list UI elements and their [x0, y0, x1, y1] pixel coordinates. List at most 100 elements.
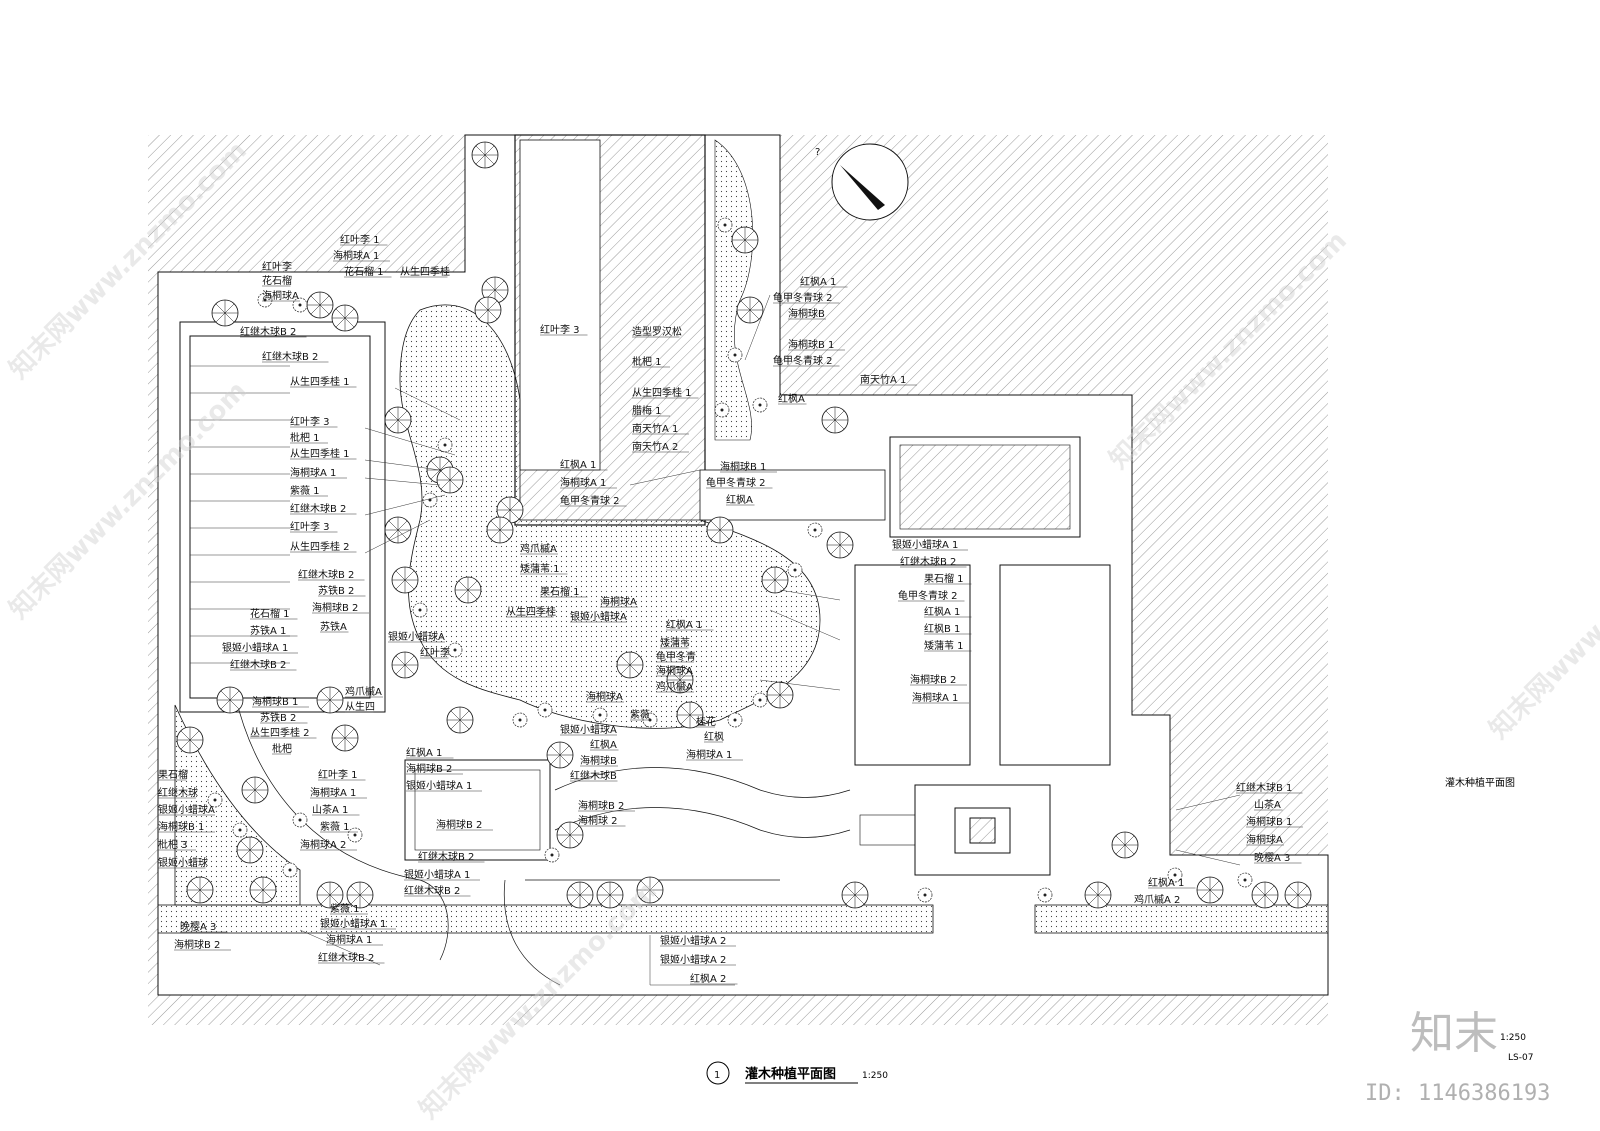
sheet-code: LS-07: [1508, 1053, 1533, 1063]
plant-label: 银姬小蜡球A 1: [406, 779, 472, 792]
east-lawn: [714, 139, 754, 441]
plant-label: 红继木球B 2: [290, 502, 346, 515]
plant-label: 南天竹A 1: [632, 422, 678, 435]
plant-label: 银姬小蜡球A 1: [404, 868, 470, 881]
plant-label: 海桐球B 1: [252, 695, 298, 708]
plant-label: 银姬小蜡球: [158, 856, 208, 869]
plant-label: 红枫A 1: [800, 275, 836, 288]
plant-label: 从生四季桂 2: [290, 540, 350, 553]
plant-label: 银姬小蜡球A: [388, 630, 445, 643]
plant-label: 紫薇 1: [320, 821, 350, 833]
plant-label: 龟甲冬青: [656, 650, 696, 663]
plant-label: 海桐球A 1: [333, 249, 379, 262]
plant-label: 海桐球A: [262, 289, 299, 302]
plant-label: 海桐球A 1: [912, 691, 958, 704]
plant-label: 海桐球A 1: [290, 466, 336, 479]
plant-label: 苏铁B 2: [260, 711, 296, 724]
south-strip-right: [1034, 904, 1329, 934]
plant-label: 红枫A 1: [666, 618, 702, 631]
plant-label: 海桐球B 1: [158, 820, 204, 833]
plant-label: 银姬小蜡球A: [560, 723, 617, 736]
paths: [158, 469, 1328, 996]
corridor: [699, 469, 886, 521]
plant-label: 银姬小蜡球A: [570, 610, 627, 623]
plant-label: 海桐球B 2: [174, 938, 220, 951]
plant-label: 红枫A 2: [690, 972, 726, 985]
plant-label: 海桐球A: [586, 690, 623, 703]
plant-label: 红叶李 3: [540, 323, 580, 336]
plant-label: 红继木球B 2: [418, 850, 474, 863]
leader-lines: [299, 294, 1241, 986]
plant-label: 海桐球B 2: [578, 799, 624, 812]
plant-label: 鸡爪槭A: [345, 685, 382, 698]
plant-label: 龟甲冬青球 2: [773, 354, 833, 367]
plant-label: 红叶李 3: [290, 415, 330, 428]
plant-label: 红继木球B 2: [404, 884, 460, 897]
plant-label: 红继木球B 2: [298, 568, 354, 581]
pavilion-roof: [899, 444, 1071, 530]
plant-label: 红叶李 3: [290, 520, 330, 533]
plant-label: 红枫A: [590, 738, 617, 751]
structure-left: [854, 564, 971, 766]
plant-label: 矮蒲苇 1: [520, 562, 560, 575]
plant-label: 晚樱A 3: [180, 921, 216, 933]
plant-label: 红继木球B: [570, 769, 617, 782]
plant-label: 枇杷 3: [158, 838, 188, 851]
plant-label: 红继木球B 2: [900, 555, 956, 568]
plant-label: 红叶李 1: [318, 768, 358, 781]
plant-label: 龟甲冬青球 2: [706, 476, 766, 489]
plant-label: 枇杷: [272, 742, 292, 755]
plant-label: 果石榴: [158, 768, 188, 781]
watermark-site-5: 知末网www.znzmo.com: [1484, 496, 1600, 745]
buildings: [514, 134, 1111, 876]
plant-label: 南天竹A 1: [860, 373, 906, 386]
plant-label: 南天竹A 2: [632, 440, 678, 453]
plant-label: 腊梅 1: [632, 404, 662, 417]
plant-label: 龟甲冬青球 2: [560, 494, 620, 507]
plant-label: 鸡爪槭A: [520, 542, 557, 555]
plant-label: 鸡爪槭A 2: [1134, 893, 1180, 906]
plant-label: 红叶李: [420, 646, 450, 659]
plant-label: 海桐球B: [580, 754, 617, 767]
plant-label: 红继木球B 1: [1236, 781, 1292, 794]
plant-label: 海桐球B 2: [910, 673, 956, 686]
plant-label: 海桐球A: [600, 595, 637, 608]
plant-label: 海桐球B 2: [312, 601, 358, 614]
plant-label: 枇杷 1: [632, 355, 662, 368]
plant-label: 从生四季桂 1: [632, 386, 692, 399]
plant-label: 桂花: [696, 715, 716, 728]
plant-label: 苏铁B 2: [318, 584, 354, 597]
plant-label: 海桐球 2: [578, 814, 618, 827]
drawing-number-circle: [706, 1061, 730, 1085]
plant-label: 海桐球B 1: [720, 460, 766, 473]
plant-label: 红继木球B 2: [240, 325, 296, 338]
plant-label: 山茶A: [1254, 798, 1281, 811]
plant-label: 海桐球A: [656, 664, 693, 677]
drawing-number: 1: [714, 1070, 720, 1081]
plant-label: 海桐球A 2: [300, 838, 346, 851]
plant-label: 鸡爪槭A: [656, 680, 693, 693]
plant-label: 矮蒲苇 1: [924, 639, 964, 652]
plant-label: 银姬小蜡球A 2: [660, 953, 726, 966]
side-title: 灌木种植平面图: [1445, 776, 1515, 789]
plant-label: 银姬小蜡球A 2: [660, 934, 726, 947]
plant-label: 花石榴 1: [250, 607, 290, 620]
plant-label: 红继木球: [158, 786, 198, 799]
plant-label: 紫薇 1: [290, 485, 320, 497]
plant-label: 银姬小蜡球A: [158, 803, 215, 816]
feature-center: [969, 817, 996, 844]
plant-label: 红枫A 1: [924, 605, 960, 618]
plant-label: 龟甲冬青球 2: [898, 589, 958, 602]
plant-label: 海桐球B 2: [436, 818, 482, 831]
plant-label: 花石榴: [262, 274, 292, 287]
plant-label: 红继木球B 2: [230, 658, 286, 671]
plant-label: 红继木球B 2: [262, 350, 318, 363]
pond-box: [404, 759, 551, 861]
plant-label: 银姬小蜡球A 1: [320, 917, 386, 930]
plant-label: 紫薇: [630, 709, 650, 721]
plant-label: 海桐球A 1: [560, 476, 606, 489]
plant-label: 海桐球B 1: [1246, 815, 1292, 828]
plant-label: 海桐球A: [1246, 833, 1283, 846]
